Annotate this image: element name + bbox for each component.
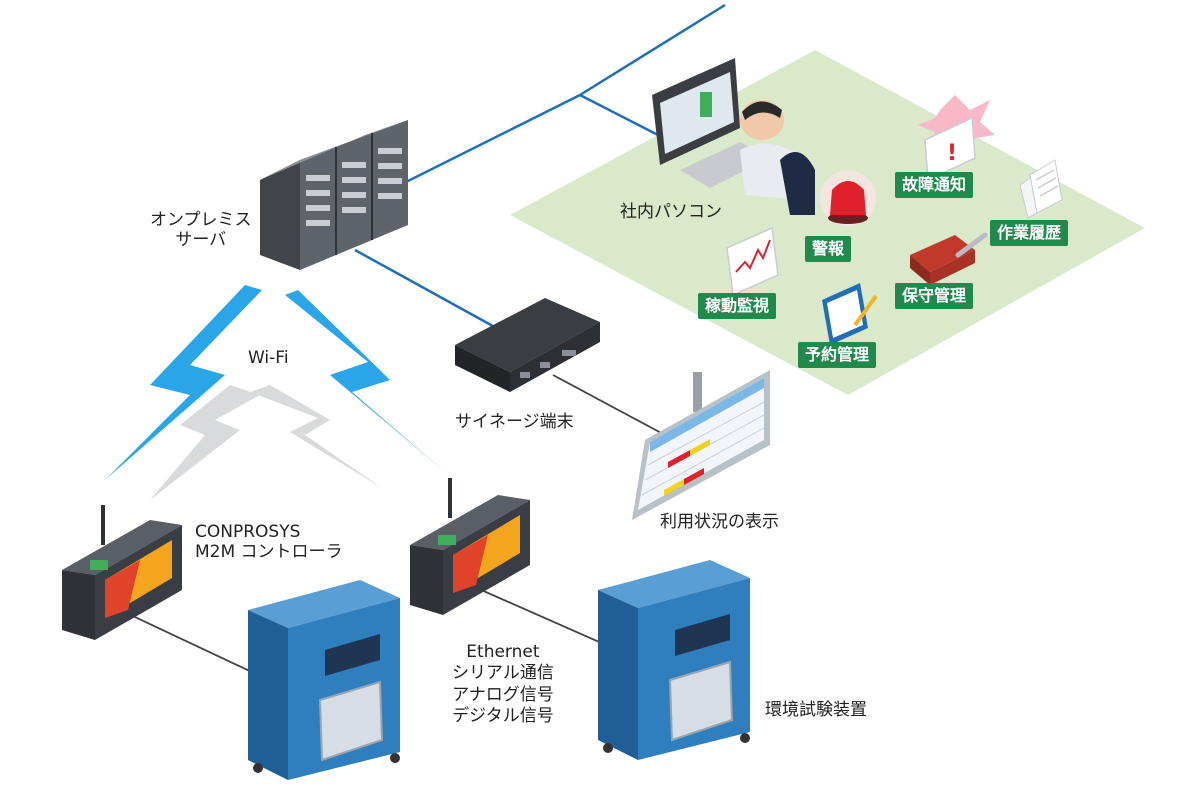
controller-icon-left (62, 505, 182, 640)
office-pc-icon (652, 58, 815, 215)
function-tag-monitoring: 稼動監視 (698, 293, 777, 319)
svg-text:!: ! (947, 141, 957, 166)
test-chamber-icon-left (248, 580, 400, 780)
controller-label: CONPROSYS M2M コントローラ (195, 522, 343, 563)
failure-notice-icon: ! (918, 95, 995, 182)
work-history-icon (1019, 159, 1063, 219)
function-tag-reservation: 予約管理 (798, 342, 877, 368)
wifi-signal-icon (105, 285, 445, 500)
usage-display-label: 利用状況の表示 (660, 512, 779, 532)
controller-icon-right (410, 478, 530, 615)
signage-terminal-label: サイネージ端末 (455, 412, 574, 432)
test-chamber-icon-right (598, 560, 750, 760)
reservation-clipboard-icon (822, 283, 878, 345)
function-tag-work-history: 作業履歴 (990, 220, 1069, 246)
maintenance-toolbox-icon (910, 232, 988, 285)
signage-terminal-icon (455, 298, 600, 392)
network-lines (354, 3, 726, 332)
function-tag-alarm: 警報 (805, 236, 852, 262)
usage-display-icon (632, 370, 770, 520)
server-rack-icon (260, 120, 408, 270)
server-label: オンプレミス サーバ (150, 210, 252, 251)
office-pc-label: 社内パソコン (620, 202, 722, 222)
function-tag-failure-notice: 故障通知 (895, 172, 974, 198)
monitoring-graph-icon (726, 226, 779, 297)
function-tag-maintenance: 保守管理 (895, 283, 974, 309)
alarm-siren-icon (820, 170, 876, 226)
connection-types-label: Ethernet シリアル通信 アナログ信号 デジタル信号 (452, 642, 554, 726)
wifi-label: Wi-Fi (248, 348, 289, 368)
test-chamber-label: 環境試験装置 (765, 700, 867, 720)
